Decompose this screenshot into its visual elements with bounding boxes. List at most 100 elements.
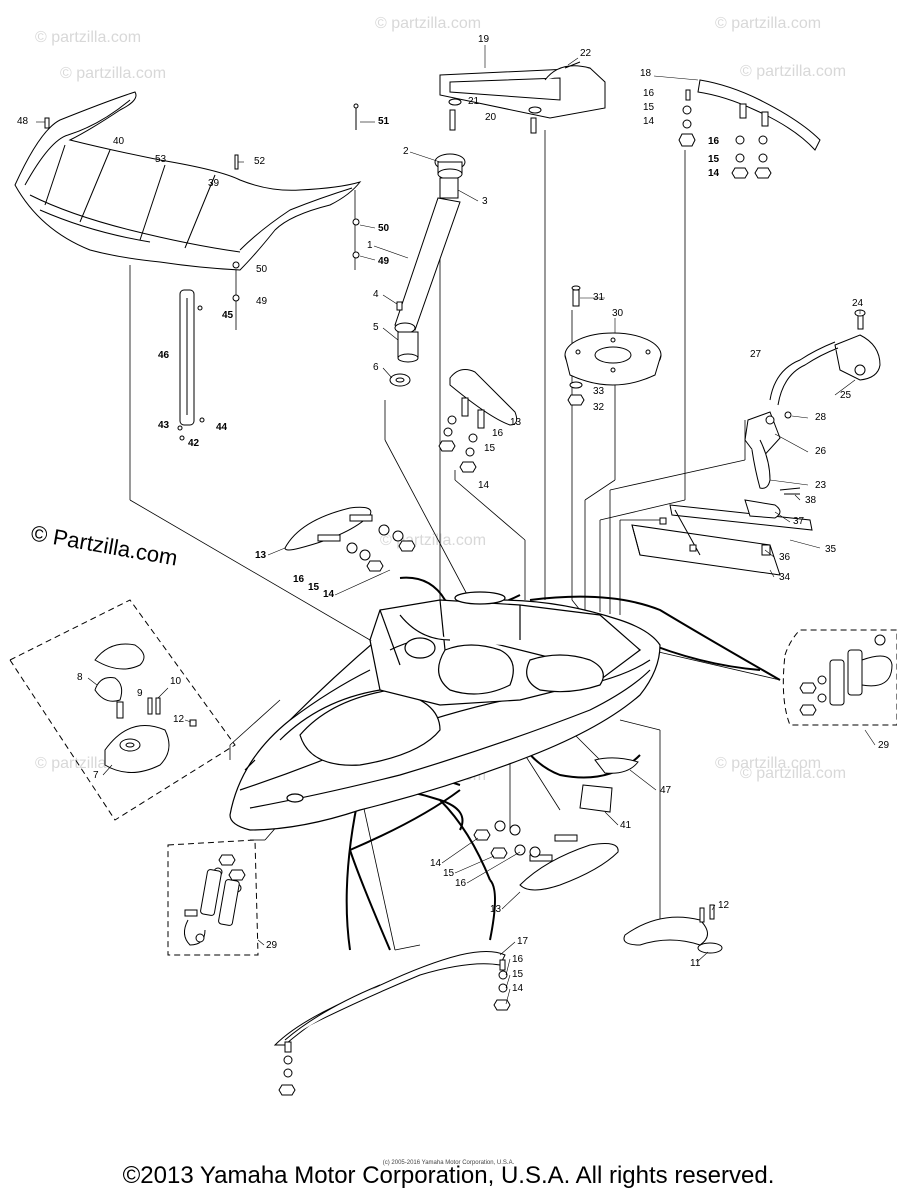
cleat-lower	[473, 820, 619, 891]
callout-12b: 12	[718, 900, 730, 911]
callout-39: 39	[208, 178, 220, 189]
callout-18: 18	[640, 68, 652, 79]
callout-25: 25	[840, 390, 852, 401]
callout-12a: 12	[173, 714, 185, 725]
partzilla-side-watermark: © Partzilla.com	[29, 520, 179, 570]
watermark-bottom-right-2: © partzilla.com	[740, 765, 846, 782]
leader-lines	[129, 130, 781, 951]
callout-15f: 15	[512, 969, 524, 980]
callout-45: 45	[222, 310, 234, 321]
callout-44: 44	[216, 422, 228, 433]
callout-50b: 50	[256, 264, 268, 275]
callout-22: 22	[580, 48, 592, 59]
callout-2: 2	[403, 146, 409, 157]
callout-50a: 50	[378, 223, 390, 234]
callout-16b: 16	[708, 136, 720, 147]
callout-17: 17	[517, 936, 529, 947]
callout-16a: 16	[643, 88, 655, 99]
boat-hull	[229, 591, 661, 831]
callout-15d: 15	[308, 582, 320, 593]
windshield-hardware	[44, 103, 360, 302]
tiny-credit: (c) 2005-2016 Yamaha Motor Corporation, …	[382, 1160, 515, 1166]
callout-3: 3	[482, 196, 488, 207]
callout-29a: 29	[878, 740, 890, 751]
callout-14d: 14	[323, 589, 335, 600]
callout-40: 40	[113, 136, 125, 147]
callout-8: 8	[77, 672, 83, 683]
windshield	[14, 91, 362, 271]
callout-ticks	[36, 45, 876, 1005]
callout-6: 6	[373, 362, 379, 373]
callout-9: 9	[137, 688, 143, 699]
tower-post	[389, 153, 466, 387]
callout-14f: 14	[512, 983, 524, 994]
callout-34: 34	[779, 572, 791, 583]
flange	[564, 285, 662, 406]
callout-14a: 14	[643, 116, 655, 127]
light-kit	[9, 599, 236, 821]
callout-49a: 49	[378, 256, 390, 267]
callout-11: 11	[690, 958, 701, 969]
callout-14b: 14	[708, 168, 720, 179]
watermark-top-left-2: © partzilla.com	[60, 65, 166, 82]
tie-down-right	[782, 629, 897, 726]
callout-16e: 16	[455, 878, 467, 889]
handle	[623, 904, 723, 954]
callout-41: 41	[620, 820, 632, 831]
watermark-top-right-2: © partzilla.com	[740, 63, 846, 80]
callout-38: 38	[805, 495, 817, 506]
bracket-parts	[744, 309, 881, 489]
top-bracket	[439, 61, 606, 134]
callout-13a: 13	[510, 417, 522, 428]
pads	[579, 757, 639, 813]
callout-53: 53	[155, 154, 167, 165]
callout-26: 26	[815, 446, 827, 457]
rail-bottom	[273, 951, 511, 1096]
callout-46: 46	[158, 350, 170, 361]
callout-23: 23	[815, 480, 827, 491]
callout-51: 51	[378, 116, 390, 127]
callout-36: 36	[779, 552, 791, 563]
callout-5: 5	[373, 322, 379, 333]
callout-27: 27	[750, 349, 762, 360]
callout-16d: 16	[293, 574, 305, 585]
watermark-top-left: © partzilla.com	[35, 29, 141, 46]
callout-20: 20	[485, 112, 497, 123]
callout-31: 31	[593, 292, 605, 303]
callout-30: 30	[612, 308, 624, 319]
callout-4: 4	[373, 289, 379, 300]
callout-21: 21	[468, 96, 480, 107]
callout-33: 33	[593, 386, 605, 397]
callout-37: 37	[793, 516, 805, 527]
callout-15a: 15	[643, 102, 655, 113]
callout-1: 1	[367, 240, 373, 251]
callout-14c: 14	[478, 480, 490, 491]
callout-28: 28	[815, 412, 827, 423]
callout-48: 48	[17, 116, 29, 127]
callout-10: 10	[170, 676, 182, 687]
watermark-bottom-right: © partzilla.com	[715, 755, 821, 772]
callout-35: 35	[825, 544, 837, 555]
callout-15c: 15	[484, 443, 496, 454]
callout-14e: 14	[430, 858, 442, 869]
callout-13c: 13	[490, 904, 502, 915]
callout-42: 42	[188, 438, 200, 449]
watermark-top-center: © partzilla.com	[375, 15, 481, 32]
callout-49b: 49	[256, 296, 268, 307]
callout-7: 7	[93, 770, 99, 781]
callout-labels: 19 22 21 20 18 16 15 14 16 15 14 48 40 5…	[17, 34, 890, 994]
callout-43: 43	[158, 420, 170, 431]
callout-29b: 29	[266, 940, 278, 951]
callout-52: 52	[254, 156, 266, 167]
callout-19: 19	[478, 34, 490, 45]
copyright-notice: ©2013 Yamaha Motor Corporation, U.S.A. A…	[122, 1162, 775, 1189]
callout-13b: 13	[255, 550, 267, 561]
callout-15e: 15	[443, 868, 455, 879]
rail-top-right	[678, 79, 821, 179]
callout-15b: 15	[708, 154, 720, 165]
watermark-top-right: © partzilla.com	[715, 15, 821, 32]
grab-rail	[177, 289, 205, 441]
callout-32: 32	[593, 402, 605, 413]
callout-24: 24	[852, 298, 864, 309]
